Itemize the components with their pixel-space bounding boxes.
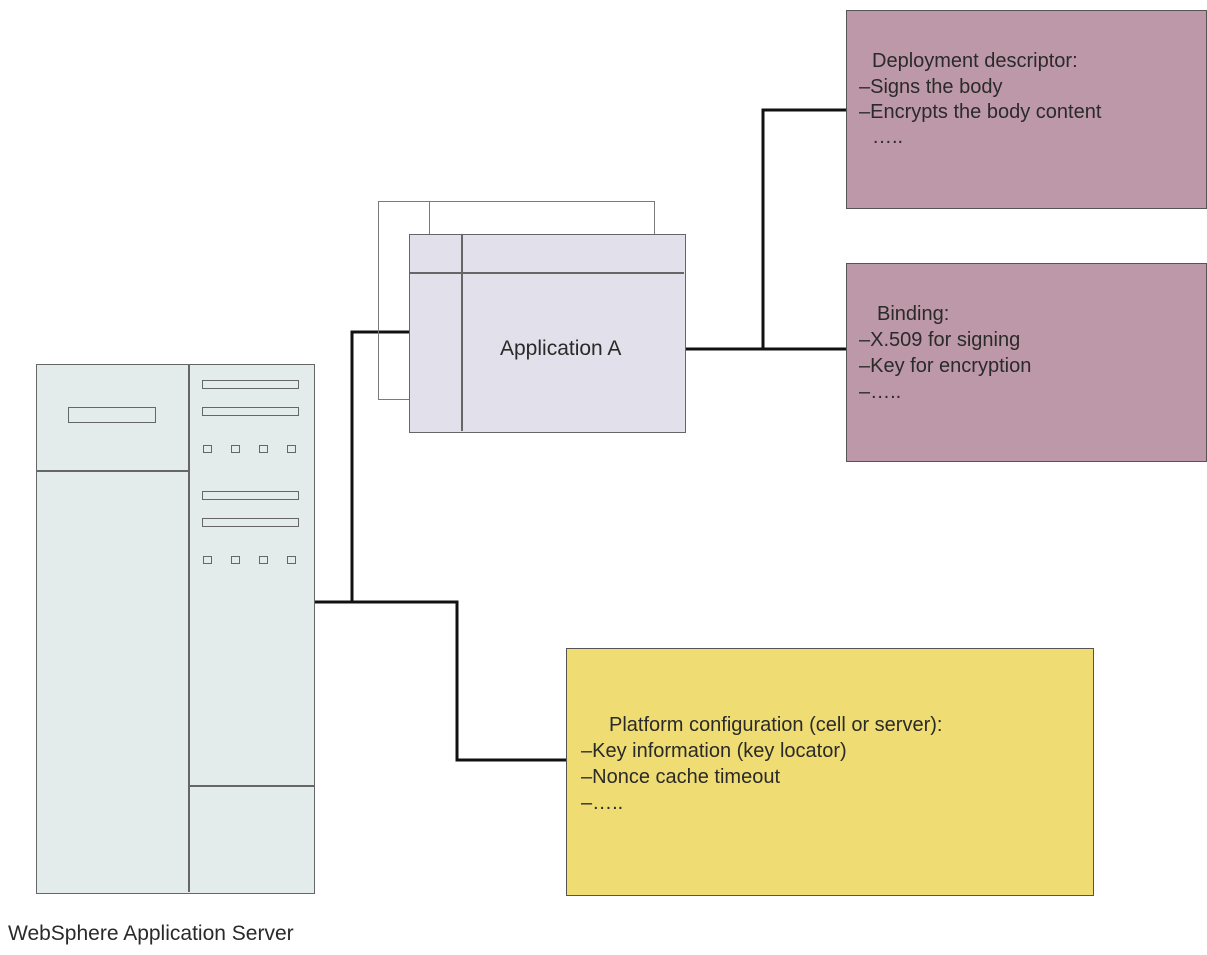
server-to-platform-connector (352, 600, 566, 762)
drive-bay-icon (68, 407, 156, 423)
server-to-application-connector (315, 330, 409, 604)
slot-icon (202, 518, 299, 527)
descriptor-item: ….. (872, 126, 904, 148)
platform-item: –Key information (key locator) (581, 740, 847, 762)
app-window-back-divider (429, 201, 430, 235)
indicator-icon (287, 445, 296, 453)
application-to-descriptor-connector (761, 108, 846, 349)
descriptor-item: –Signs the body (859, 76, 1003, 98)
platform-item: –….. (581, 792, 624, 814)
app-window-front (409, 234, 686, 433)
server-caption: WebSphere Application Server (8, 922, 294, 945)
indicator-icon (203, 556, 212, 564)
binding-item: –….. (859, 381, 902, 403)
slot-icon (202, 380, 299, 389)
binding-box: Binding: –X.509 for signing –Key for enc… (846, 263, 1207, 462)
indicator-icon (259, 445, 268, 453)
binding-item: –X.509 for signing (859, 329, 1021, 351)
descriptor-title: Deployment descriptor: (872, 50, 1078, 72)
platform-title: Platform configuration (cell or server): (609, 714, 943, 736)
slot-icon (202, 491, 299, 500)
indicator-icon (231, 556, 240, 564)
binding-item: –Key for encryption (859, 355, 1032, 377)
indicator-icon (259, 556, 268, 564)
slot-icon (202, 407, 299, 416)
application-label: Application A (500, 337, 622, 360)
indicator-icon (203, 445, 212, 453)
platform-item: –Nonce cache timeout (581, 766, 781, 788)
descriptor-item: –Encrypts the body content (859, 101, 1102, 123)
deployment-descriptor-box: Deployment descriptor: –Signs the body –… (846, 10, 1207, 209)
binding-title: Binding: (877, 303, 950, 325)
indicator-icon (231, 445, 240, 453)
platform-configuration-box: Platform configuration (cell or server):… (566, 648, 1094, 896)
indicator-icon (287, 556, 296, 564)
server-tower-icon (36, 364, 315, 894)
